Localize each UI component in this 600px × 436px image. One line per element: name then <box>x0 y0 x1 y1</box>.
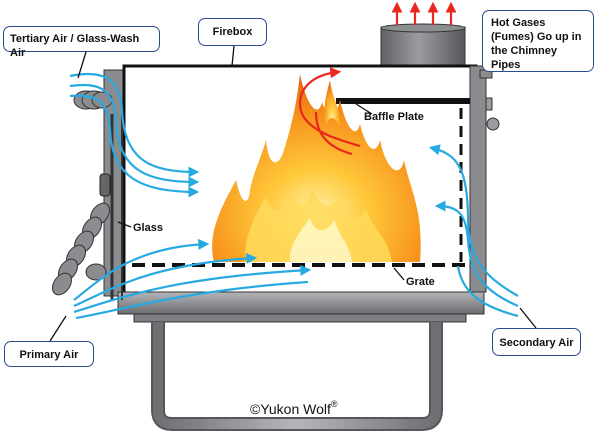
stove-stand <box>151 322 443 431</box>
baffle-plate <box>336 98 470 104</box>
hot-gases-callout: Hot Gases (Fumes) Go up in the Chimney P… <box>482 10 594 72</box>
tertiary-air-callout: Tertiary Air / Glass-Wash Air <box>3 26 160 59</box>
hot-gases-label: Hot Gases (Fumes) Go up in the Chimney P… <box>491 17 582 71</box>
chimney-pipe <box>380 23 466 68</box>
baffle-plate-label: Baffle Plate <box>364 111 424 123</box>
secondary-air-arrows <box>428 144 519 318</box>
glass-label: Glass <box>133 222 163 234</box>
firebox-label: Firebox <box>212 26 253 38</box>
firebox-callout: Firebox <box>198 18 267 46</box>
tertiary-air-label: Tertiary Air / Glass-Wash Air <box>10 33 140 59</box>
secondary-air-callout: Secondary Air <box>492 328 581 356</box>
copyright-text: ©Yukon Wolf <box>250 401 331 417</box>
door-handle <box>485 97 500 131</box>
coil-handle-bottom <box>51 202 111 296</box>
primary-air-label: Primary Air <box>19 349 79 361</box>
fire-flames <box>212 74 421 262</box>
registered-mark: ® <box>330 399 338 409</box>
glass-door <box>99 114 123 300</box>
secondary-air-label: Secondary Air <box>499 337 574 349</box>
primary-air-arrows <box>73 238 312 320</box>
copyright-notice: ©Yukon Wolf® <box>250 399 338 417</box>
hot-gas-flow-arrows <box>298 67 361 156</box>
primary-air-callout: Primary Air <box>4 341 94 367</box>
hot-gas-exhaust-arrows <box>391 1 457 25</box>
tertiary-air-arrows <box>69 72 200 198</box>
grate-label: Grate <box>406 276 435 288</box>
